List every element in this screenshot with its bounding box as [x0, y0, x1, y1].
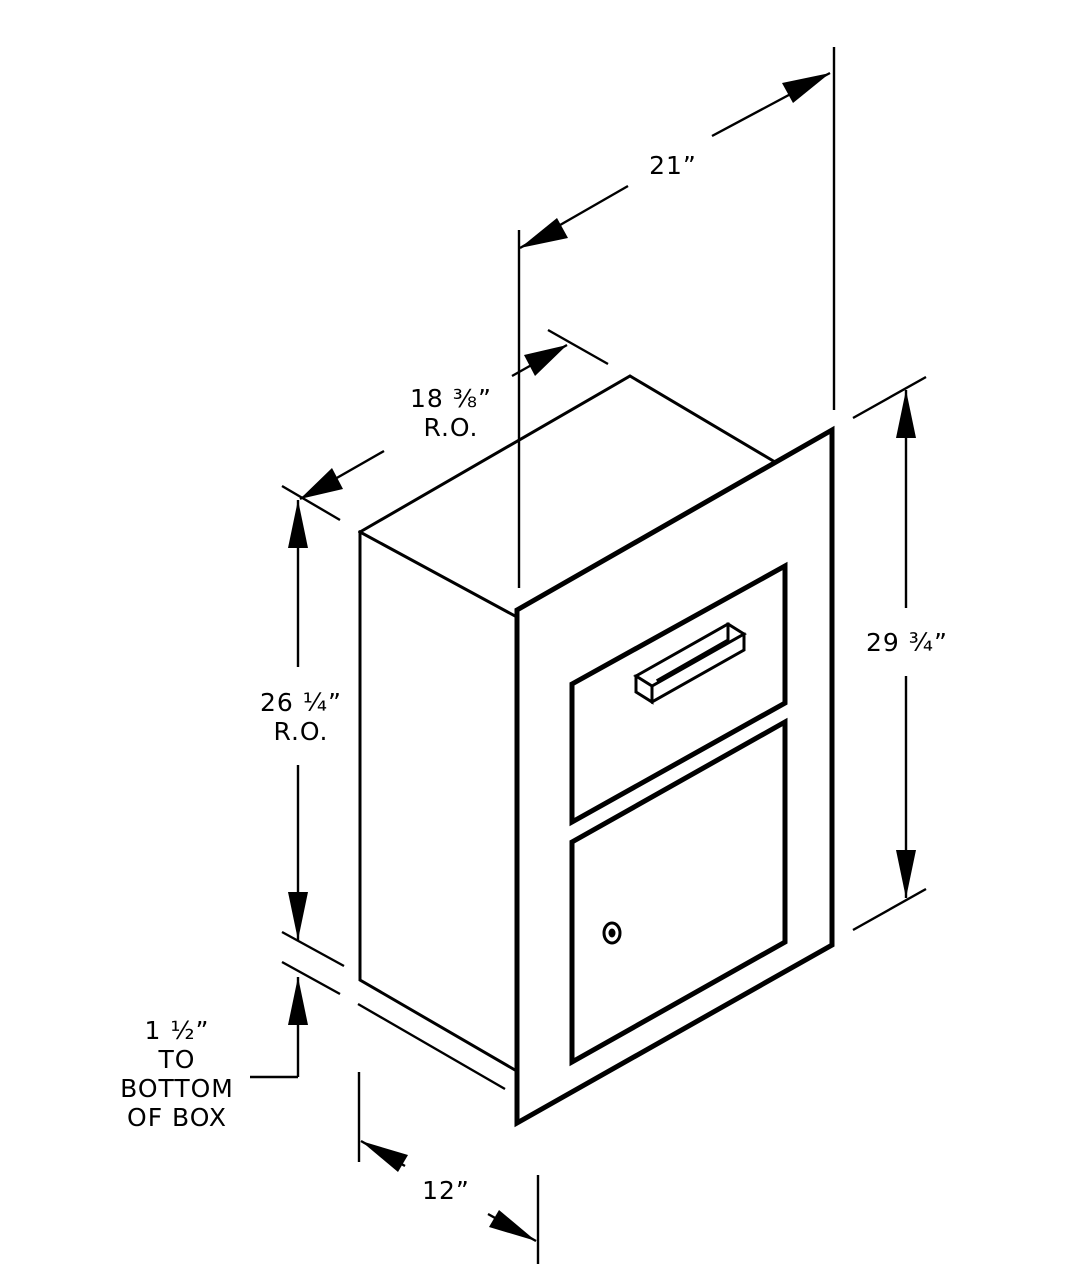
- dim-height-ro: [281, 500, 345, 968]
- box-top-face: [357, 374, 778, 535]
- label-overall-height: 29 ¾”: [852, 628, 962, 657]
- dim-overall-width: [517, 47, 836, 588]
- drawer-face: [569, 561, 788, 827]
- box-depth-value: 12”: [422, 1176, 470, 1205]
- drawer-handle: [633, 622, 747, 705]
- overall-width-value: 21”: [649, 151, 697, 180]
- flange-outline: [514, 425, 835, 1128]
- box-left-face: [358, 530, 518, 1073]
- label-box-depth: 12”: [408, 1176, 484, 1205]
- cabinet-box: [357, 374, 778, 1073]
- depth-ro-value: 18 ⅜”: [410, 384, 492, 413]
- dim-depth-ro: [281, 328, 609, 522]
- dim-overall-height: [852, 375, 927, 932]
- height-ro-note: R.O.: [273, 717, 329, 746]
- upper-drawer: [569, 561, 788, 827]
- dim-bottom-offset: [250, 960, 341, 1079]
- dim-box-depth: [357, 1002, 540, 1264]
- front-flange: [514, 425, 835, 1128]
- label-overall-width: 21”: [636, 151, 710, 180]
- bottom-offset-line3: OF BOX: [127, 1103, 227, 1132]
- label-depth-ro: 18 ⅜” R.O.: [388, 384, 514, 442]
- box-top-edge: [357, 529, 518, 619]
- label-bottom-offset: 1 ½” TO BOTTOM OF BOX: [104, 1016, 250, 1132]
- label-height-ro: 26 ¼” R.O.: [240, 688, 362, 746]
- bottom-offset-value: 1 ½”: [144, 1016, 210, 1045]
- height-ro-value: 26 ¼”: [260, 688, 342, 717]
- lower-door: [569, 717, 788, 1067]
- bottom-offset-line2: BOTTOM: [120, 1074, 234, 1103]
- overall-height-value: 29 ¾”: [866, 628, 948, 657]
- lock-icon: [602, 921, 622, 945]
- door-face: [569, 717, 788, 1067]
- depth-ro-note: R.O.: [423, 413, 479, 442]
- bottom-offset-line1: TO: [158, 1045, 196, 1074]
